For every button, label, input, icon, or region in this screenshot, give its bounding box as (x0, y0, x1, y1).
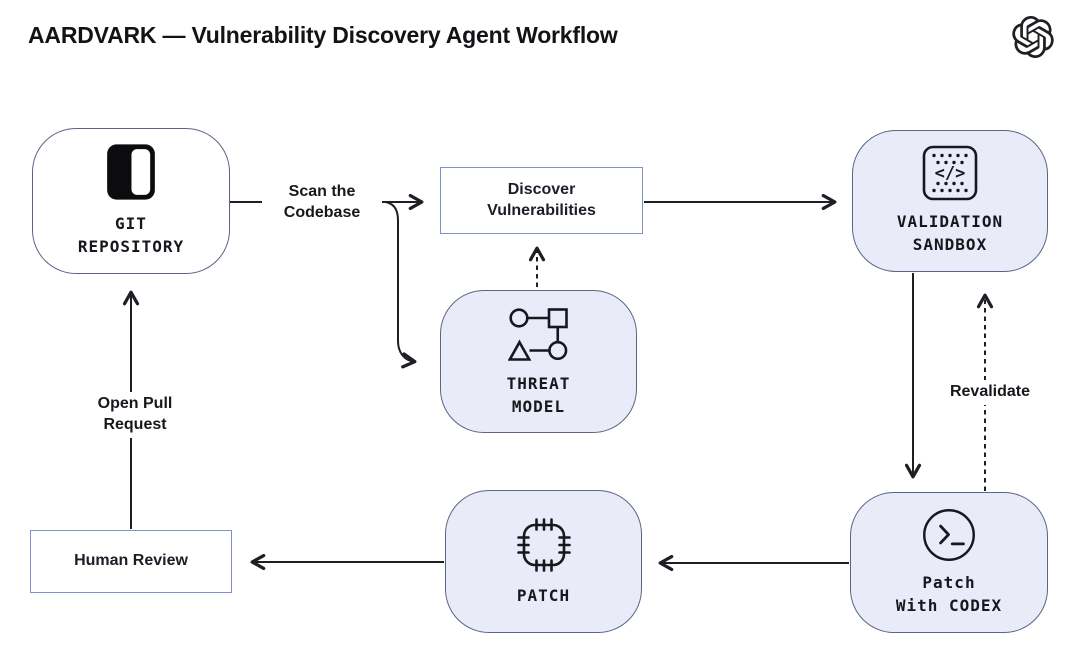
human-review-label: Human Review (74, 552, 188, 570)
graph-icon (507, 307, 568, 361)
patch-with-codex-label: Patch With CODEX (895, 573, 1003, 615)
edge-label-open-pull-request: Open Pull Request (77, 392, 193, 438)
node-patch: PATCH (445, 490, 642, 633)
edge-label-revalidate: Revalidate (932, 380, 1048, 405)
validation-sandbox-label: VALIDATION SANDBOX (896, 212, 1004, 254)
node-validation-sandbox: </> VALIDATION SANDBOX (852, 130, 1048, 272)
openai-logo-icon (1012, 16, 1054, 58)
git-repository-label: GIT REPOSITORY (77, 214, 185, 256)
page-title: AARDVARK — Vulnerability Discovery Agent… (28, 22, 618, 48)
box-human-review: Human Review (30, 530, 232, 593)
node-git-repository: GIT REPOSITORY (32, 128, 230, 274)
edge-branch-to-threat-model (385, 201, 417, 369)
threat-model-label: THREAT MODEL (506, 373, 571, 416)
node-threat-model: THREAT MODEL (440, 290, 637, 433)
svg-text:</>: </> (935, 164, 966, 184)
discover-vulnerabilities-label: Discover Vulnerabilities (487, 180, 596, 219)
edge-label-scan-the-codebase: Scan the Codebase (262, 180, 382, 226)
terminal-icon (923, 509, 975, 562)
box-discover-vulnerabilities: Discover Vulnerabilities (440, 167, 643, 234)
code-sandbox-icon: </> (922, 145, 978, 201)
patch-label: PATCH (516, 585, 571, 605)
repository-icon (107, 144, 155, 200)
node-patch-with-codex: Patch With CODEX (850, 492, 1048, 633)
stitch-patch-icon (516, 517, 571, 572)
